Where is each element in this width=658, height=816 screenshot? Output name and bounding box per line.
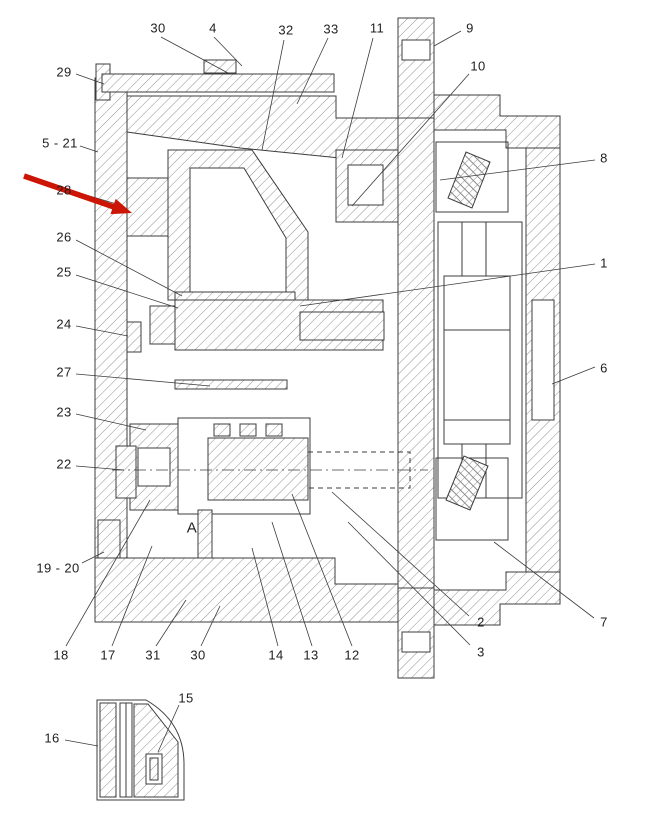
callout-33: 33 (323, 21, 339, 37)
left-housing-wall (94, 77, 142, 623)
callout-15: 15 (178, 690, 194, 706)
callout-24: 24 (56, 316, 72, 332)
main-section-view (94, 17, 561, 679)
callout-28: 28 (56, 182, 72, 198)
callout-8: 8 (600, 150, 608, 166)
callout-16: 16 (44, 730, 60, 746)
callout-7: 7 (600, 614, 608, 630)
callout-18: 18 (53, 647, 69, 663)
callout-22: 22 (56, 456, 72, 472)
callout-26: 26 (56, 229, 72, 245)
callout-32: 32 (278, 22, 294, 38)
detail-view (96, 699, 185, 801)
callout-2: 2 (477, 614, 485, 630)
bottom-bearing (435, 455, 509, 541)
inner-race-support (335, 149, 399, 223)
red-arrow-pointer (23, 173, 132, 215)
main-shaft (149, 291, 385, 351)
callout-1: 1 (600, 255, 608, 271)
bottom-housing-band (94, 557, 399, 623)
callout-25: 25 (56, 264, 72, 280)
callout-31: 31 (145, 647, 161, 663)
callout-6: 6 (600, 360, 608, 376)
callout-14: 14 (268, 647, 284, 663)
callout-27: 27 (56, 364, 72, 380)
callout-3: 3 (477, 644, 485, 660)
callout-10: 10 (470, 58, 486, 74)
thrust-plate (174, 379, 288, 390)
view-label-a: A (186, 519, 198, 537)
lower-gear-cluster (112, 417, 428, 561)
right-housing (433, 94, 561, 626)
callout-23: 23 (56, 404, 72, 420)
callout-13: 13 (303, 647, 319, 663)
callout-5-21: 5 - 21 (42, 135, 78, 151)
callout-9: 9 (466, 20, 474, 36)
leader-lines (64, 30, 596, 753)
callout-11: 11 (369, 20, 385, 36)
callout-30-bot: 30 (190, 647, 206, 663)
top-bearing (435, 141, 509, 213)
callout-12: 12 (344, 647, 360, 663)
callout-17: 17 (100, 647, 116, 663)
callout-29: 29 (56, 64, 72, 80)
callout-19-20: 19 - 20 (36, 560, 80, 576)
callout-30-top: 30 (150, 20, 166, 36)
carrier-cone (167, 149, 309, 301)
callout-4: 4 (209, 20, 217, 36)
